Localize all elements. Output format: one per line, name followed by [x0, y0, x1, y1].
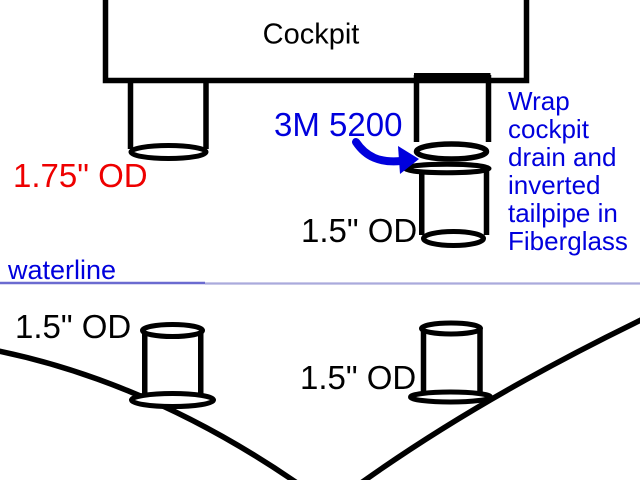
- left-drain-tube: [127, 82, 209, 161]
- left-drain-mouth: [128, 143, 209, 161]
- wrap-note-line-5: tailpipe in: [508, 198, 618, 228]
- wrap-note-line-6: Fiberglass: [508, 226, 628, 256]
- right-thruhull-fitting: [408, 320, 493, 405]
- cockpit-box: [102, 0, 530, 84]
- cockpit-label: Cockpit: [263, 19, 360, 51]
- wrap-note-line-1: Wrap: [508, 86, 570, 116]
- hull-line-left: [0, 348, 298, 480]
- waterline-label: waterline: [7, 255, 116, 285]
- left-drain-od-label: 1.75" OD: [13, 157, 148, 194]
- right-thruhull-od-label: 1.5" OD: [300, 359, 416, 396]
- tailpipe-flange: [402, 161, 492, 176]
- left-thruhull-top-opening: [140, 322, 205, 339]
- right-thruhull-top-opening: [419, 320, 483, 337]
- left-thruhull-od-label: 1.5" OD: [15, 308, 131, 345]
- wrap-note-line-3: drain and: [508, 142, 616, 172]
- left-thruhull-fitting: [129, 322, 216, 409]
- right-drain-tube: [413, 73, 492, 162]
- wrap-note-line-2: cockpit: [508, 114, 590, 144]
- tailpipe-od-label: 1.5" OD: [301, 212, 417, 249]
- left-thruhull-flange: [129, 391, 216, 409]
- inverted-tailpipe: [402, 161, 492, 248]
- adhesive-label: 3M 5200: [274, 106, 402, 143]
- tailpipe-mouth: [421, 229, 486, 248]
- adhesive-arrow-head: [398, 146, 419, 174]
- hull-line-right: [360, 317, 640, 480]
- right-thruhull-flange: [408, 389, 493, 405]
- wrap-note-line-4: inverted: [508, 170, 601, 200]
- wrap-note: Wrap cockpit drain and inverted tailpipe…: [508, 86, 628, 256]
- adhesive-arrow-shaft: [352, 138, 405, 166]
- right-drain-mouth: [413, 141, 490, 162]
